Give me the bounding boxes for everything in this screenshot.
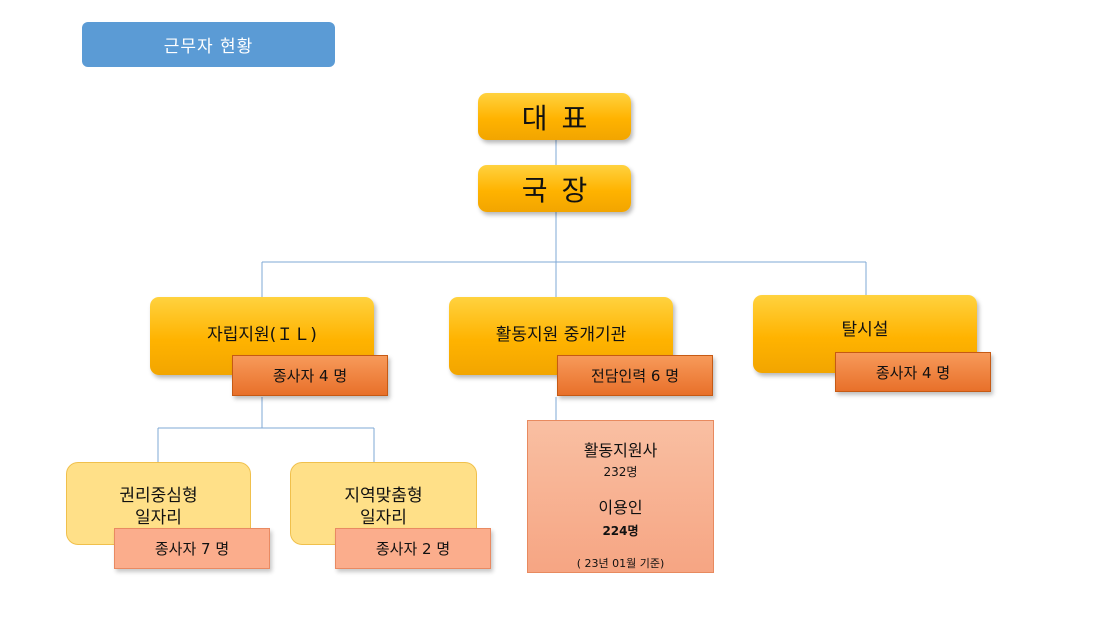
rights-job-staff-box: 종사자 7 명 xyxy=(114,528,270,569)
supporters-count: 232명 xyxy=(603,465,638,479)
director-box: 국장 xyxy=(478,165,631,212)
page-title-badge: 근무자 현황 xyxy=(82,22,335,67)
local-job-line1: 지역맞춤형 xyxy=(344,486,423,506)
activity-staff-box: 전담인력 6 명 xyxy=(557,355,713,396)
users-count: 224명 xyxy=(602,524,639,538)
rights-job-line1: 권리중심형 xyxy=(119,486,198,506)
users-label: 이용인 xyxy=(598,498,643,517)
rights-job-line2: 일자리 xyxy=(135,508,182,528)
deinstitution-staff-box: 종사자 4 명 xyxy=(835,352,991,392)
supporters-label: 활동지원사 xyxy=(583,441,658,460)
il-staff-box: 종사자 4 명 xyxy=(232,355,388,396)
as-of-date: ( 23년 01월 기준) xyxy=(576,557,665,570)
activity-stats-box: 활동지원사 232명 이용인 224명 ( 23년 01월 기준) xyxy=(527,420,714,573)
local-job-line2: 일자리 xyxy=(360,508,407,528)
ceo-box: 대표 xyxy=(478,93,631,140)
local-job-staff-box: 종사자 2 명 xyxy=(335,528,491,569)
